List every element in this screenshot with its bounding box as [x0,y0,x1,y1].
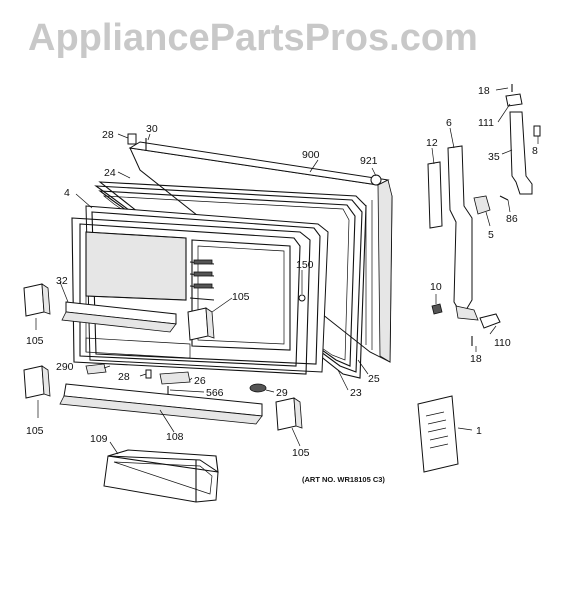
part-labels: 18 111 8 35 6 12 86 5 10 18 110 1 28 30 … [26,85,538,459]
door-shelf-bar [61,301,177,333]
label-23: 23 [350,387,362,399]
label-110: 110 [494,337,511,349]
label-105-right-lower: 105 [292,447,310,459]
shelf-end-cap-left-upper [23,283,51,317]
label-1: 1 [476,425,482,437]
shelf-end-cap-left-lower [23,365,51,399]
label-29: 29 [276,387,288,399]
label-105-left-upper: 105 [26,335,44,347]
hinge-parts [427,84,541,346]
label-921: 921 [360,155,378,167]
label-35: 35 [488,151,500,163]
label-108: 108 [166,431,184,443]
label-26: 26 [194,375,206,387]
shelf-end-cap-right-lower [275,397,303,431]
label-150: 150 [296,259,314,271]
label-5: 5 [488,229,494,241]
door-bin [103,449,219,503]
label-8: 8 [532,145,538,157]
label-109: 109 [90,433,108,445]
label-12: 12 [426,137,438,149]
label-105-left-lower: 105 [26,425,44,437]
door-liner [71,205,329,375]
label-30: 30 [146,123,158,135]
label-32: 32 [56,275,68,287]
label-900: 900 [302,149,320,161]
leader-lines [35,87,539,455]
label-24: 24 [104,167,116,179]
label-25: 25 [368,373,380,385]
art-number: (ART NO. WR18105 C3) [302,475,385,484]
small-hardware [85,133,306,394]
label-4: 4 [64,187,70,199]
label-86: 86 [506,213,518,225]
label-6: 6 [446,117,452,129]
label-18-top: 18 [478,85,490,97]
label-105-right-upper: 105 [232,291,250,303]
bottom-door-shelf [59,383,263,425]
label-10: 10 [430,281,442,293]
shelf-end-cap-right-upper [187,307,215,341]
label-566: 566 [206,387,224,399]
label-18-lower: 18 [470,353,482,365]
watermark-text: AppliancePartsPros.com [28,17,478,59]
label-290: 290 [56,361,74,373]
owner-manual [417,395,459,473]
label-111: 111 [478,117,494,129]
label-28-lower: 28 [118,371,130,383]
label-28-top: 28 [102,129,114,141]
